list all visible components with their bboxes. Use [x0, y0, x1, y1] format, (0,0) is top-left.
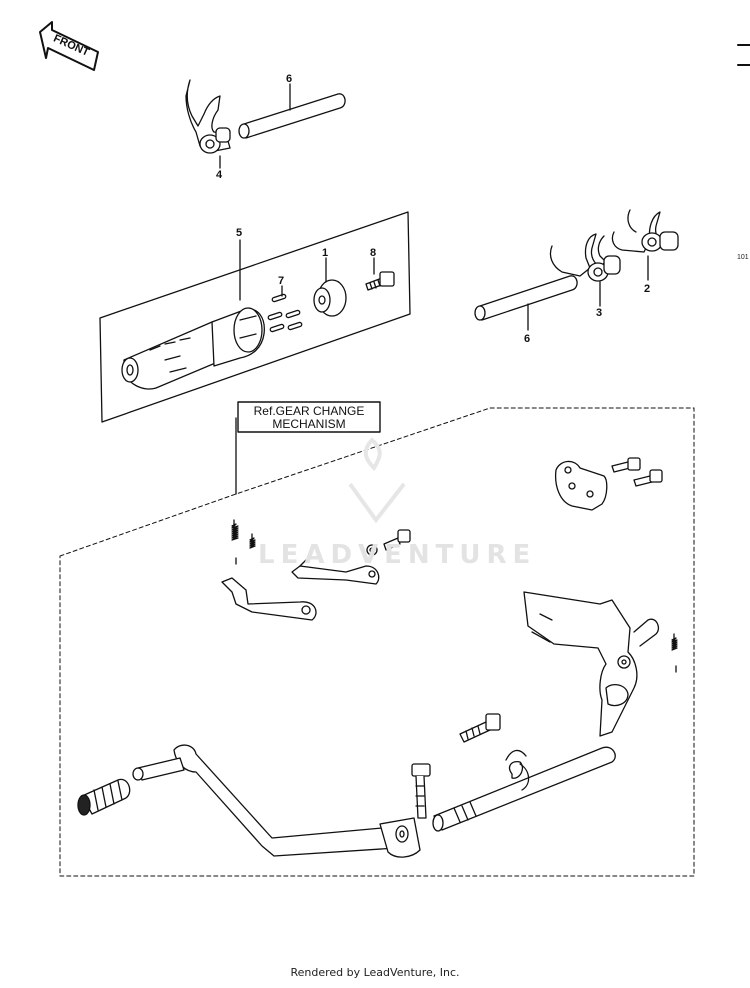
return-spring-left: [231, 519, 239, 565]
callout-1: 1: [322, 247, 328, 259]
stopper-plate: [554, 460, 608, 511]
pedal-rubber: [77, 778, 131, 816]
shift-drum-5: [121, 239, 265, 390]
shift-drum-group-box: [99, 211, 411, 423]
shift-shaft: [432, 746, 616, 832]
watermark-text: LEADVENTURE: [258, 540, 537, 570]
callout-5: 5: [236, 227, 242, 239]
shift-fork-2: [611, 209, 679, 281]
washer-and-bolt: [366, 529, 411, 556]
bolt-8: [365, 257, 395, 291]
shift-fork-3: [549, 233, 621, 307]
footer-credit: Rendered by LeadVenture, Inc.: [290, 966, 460, 979]
linkage-arm-upper: [291, 559, 380, 585]
page-code: 101: [737, 254, 749, 261]
gear-change-group-outline: [59, 407, 695, 877]
shift-rod-6-right: [474, 275, 578, 331]
cam-1: [313, 257, 347, 317]
shift-pedal: [132, 744, 421, 858]
callout-6-top: 6: [286, 73, 292, 85]
callout-2: 2: [644, 283, 650, 295]
callout-3: 3: [596, 307, 602, 319]
shift-fork-4: [185, 79, 231, 169]
pivot-bolt: [459, 713, 501, 743]
stopper-bolts: [611, 457, 663, 487]
watermark-logo-icon: [348, 437, 406, 524]
callout-7: 7: [278, 275, 284, 287]
callout-6-right: 6: [524, 333, 530, 345]
shift-shaft-arm: [523, 591, 660, 737]
front-arrow-icon: [39, 21, 99, 71]
return-spring-right: [671, 633, 678, 673]
pedal-bolt: [411, 763, 431, 819]
callout-labels: 6 4 5 1 7 8 2 3 6: [216, 73, 650, 345]
return-spring-center: [249, 533, 256, 549]
callout-8: 8: [370, 247, 376, 259]
shift-rod-6-top: [238, 83, 346, 139]
reference-line-1: Ref.GEAR CHANGE: [254, 404, 365, 418]
callout-4: 4: [216, 169, 223, 181]
linkage-arm-lower: [221, 577, 317, 621]
reference-line-2: MECHANISM: [272, 417, 345, 431]
reference-box: [235, 401, 381, 495]
pins-7: [267, 285, 303, 333]
